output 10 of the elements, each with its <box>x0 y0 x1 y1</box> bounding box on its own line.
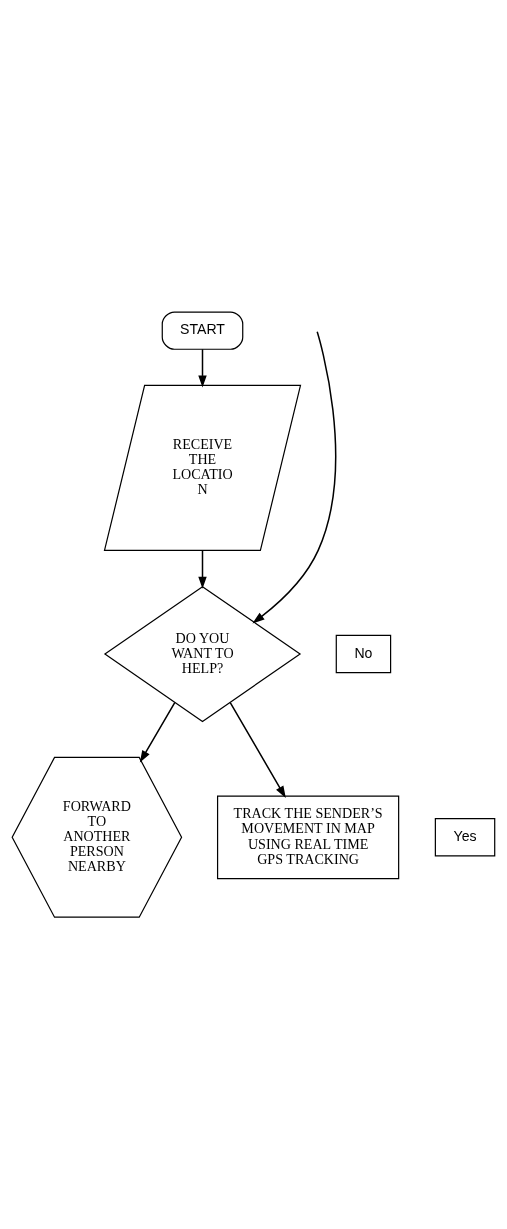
arrow <box>139 701 176 763</box>
node-diamond: DO YOU WANT TO HELP? <box>103 585 302 723</box>
node-box: TRACK THE SENDER’S MOVEMENT IN MAP USING REAL TIME GPS TRACKING <box>217 795 400 880</box>
arrow <box>252 330 337 624</box>
arrow <box>198 348 207 388</box>
node-box: START <box>161 311 244 350</box>
node-box: No <box>335 634 392 674</box>
node-box: Yes <box>434 818 496 857</box>
arrow <box>198 549 207 589</box>
arrow <box>229 701 286 799</box>
